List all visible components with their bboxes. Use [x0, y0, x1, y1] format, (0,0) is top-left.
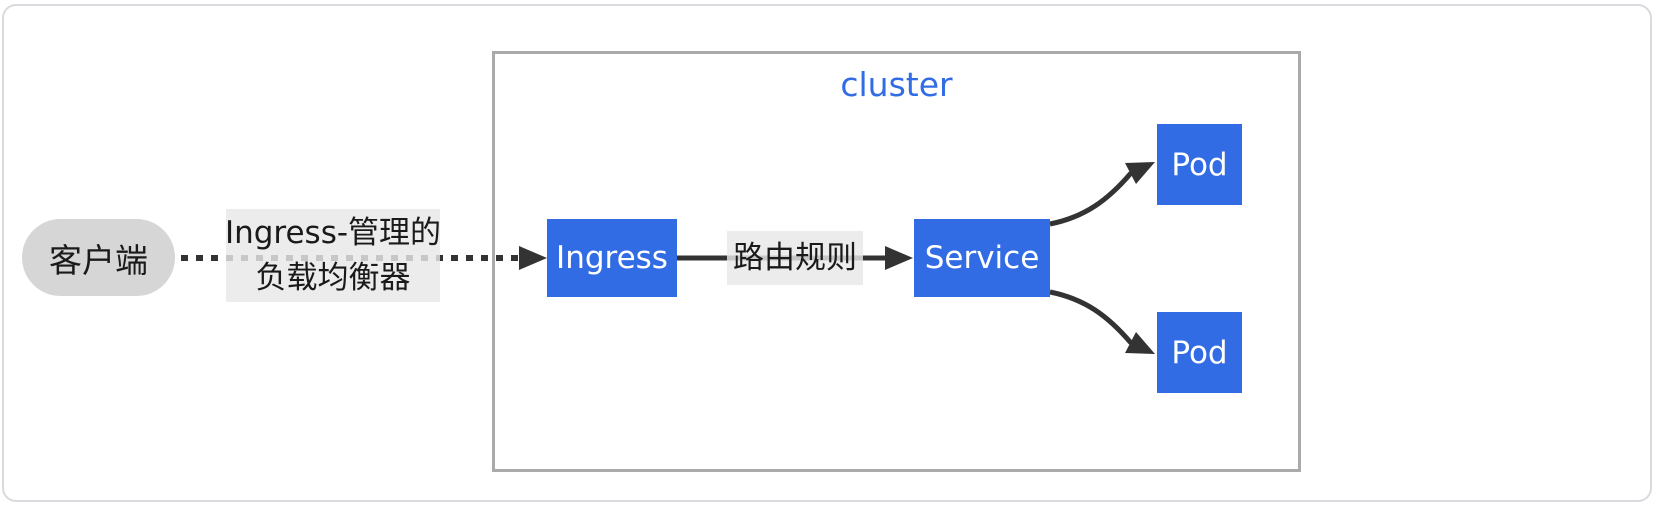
- service-to-pod-bottom-arrowhead-icon: [1125, 332, 1155, 354]
- client-to-ingress-edge-label: Ingress-管理的 负载均衡器: [224, 209, 442, 302]
- service-node: Service: [914, 219, 1050, 297]
- ingress-node: Ingress: [547, 219, 677, 297]
- service-to-pod-top-arrow: [1049, 171, 1133, 227]
- ingress-to-service-arrowhead-icon: [885, 246, 913, 270]
- client-node: 客户端: [22, 219, 175, 296]
- pod-node-bottom: Pod: [1157, 312, 1242, 393]
- cluster-box: cluster: [492, 51, 1301, 472]
- service-to-pod-top-arrowhead-icon: [1125, 162, 1155, 184]
- edge-label-line-1: Ingress-管理的: [224, 214, 442, 251]
- edge-label-line-2: 负载均衡器: [255, 259, 411, 296]
- pod-node-top: Pod: [1157, 124, 1242, 205]
- client-to-ingress-arrowhead-icon: [519, 246, 547, 270]
- ingress-to-service-edge-label: 路由规则: [727, 231, 863, 285]
- cluster-label: cluster: [840, 65, 953, 104]
- service-to-pod-bottom-arrow: [1049, 289, 1133, 345]
- page-frame-border: [2, 4, 1652, 502]
